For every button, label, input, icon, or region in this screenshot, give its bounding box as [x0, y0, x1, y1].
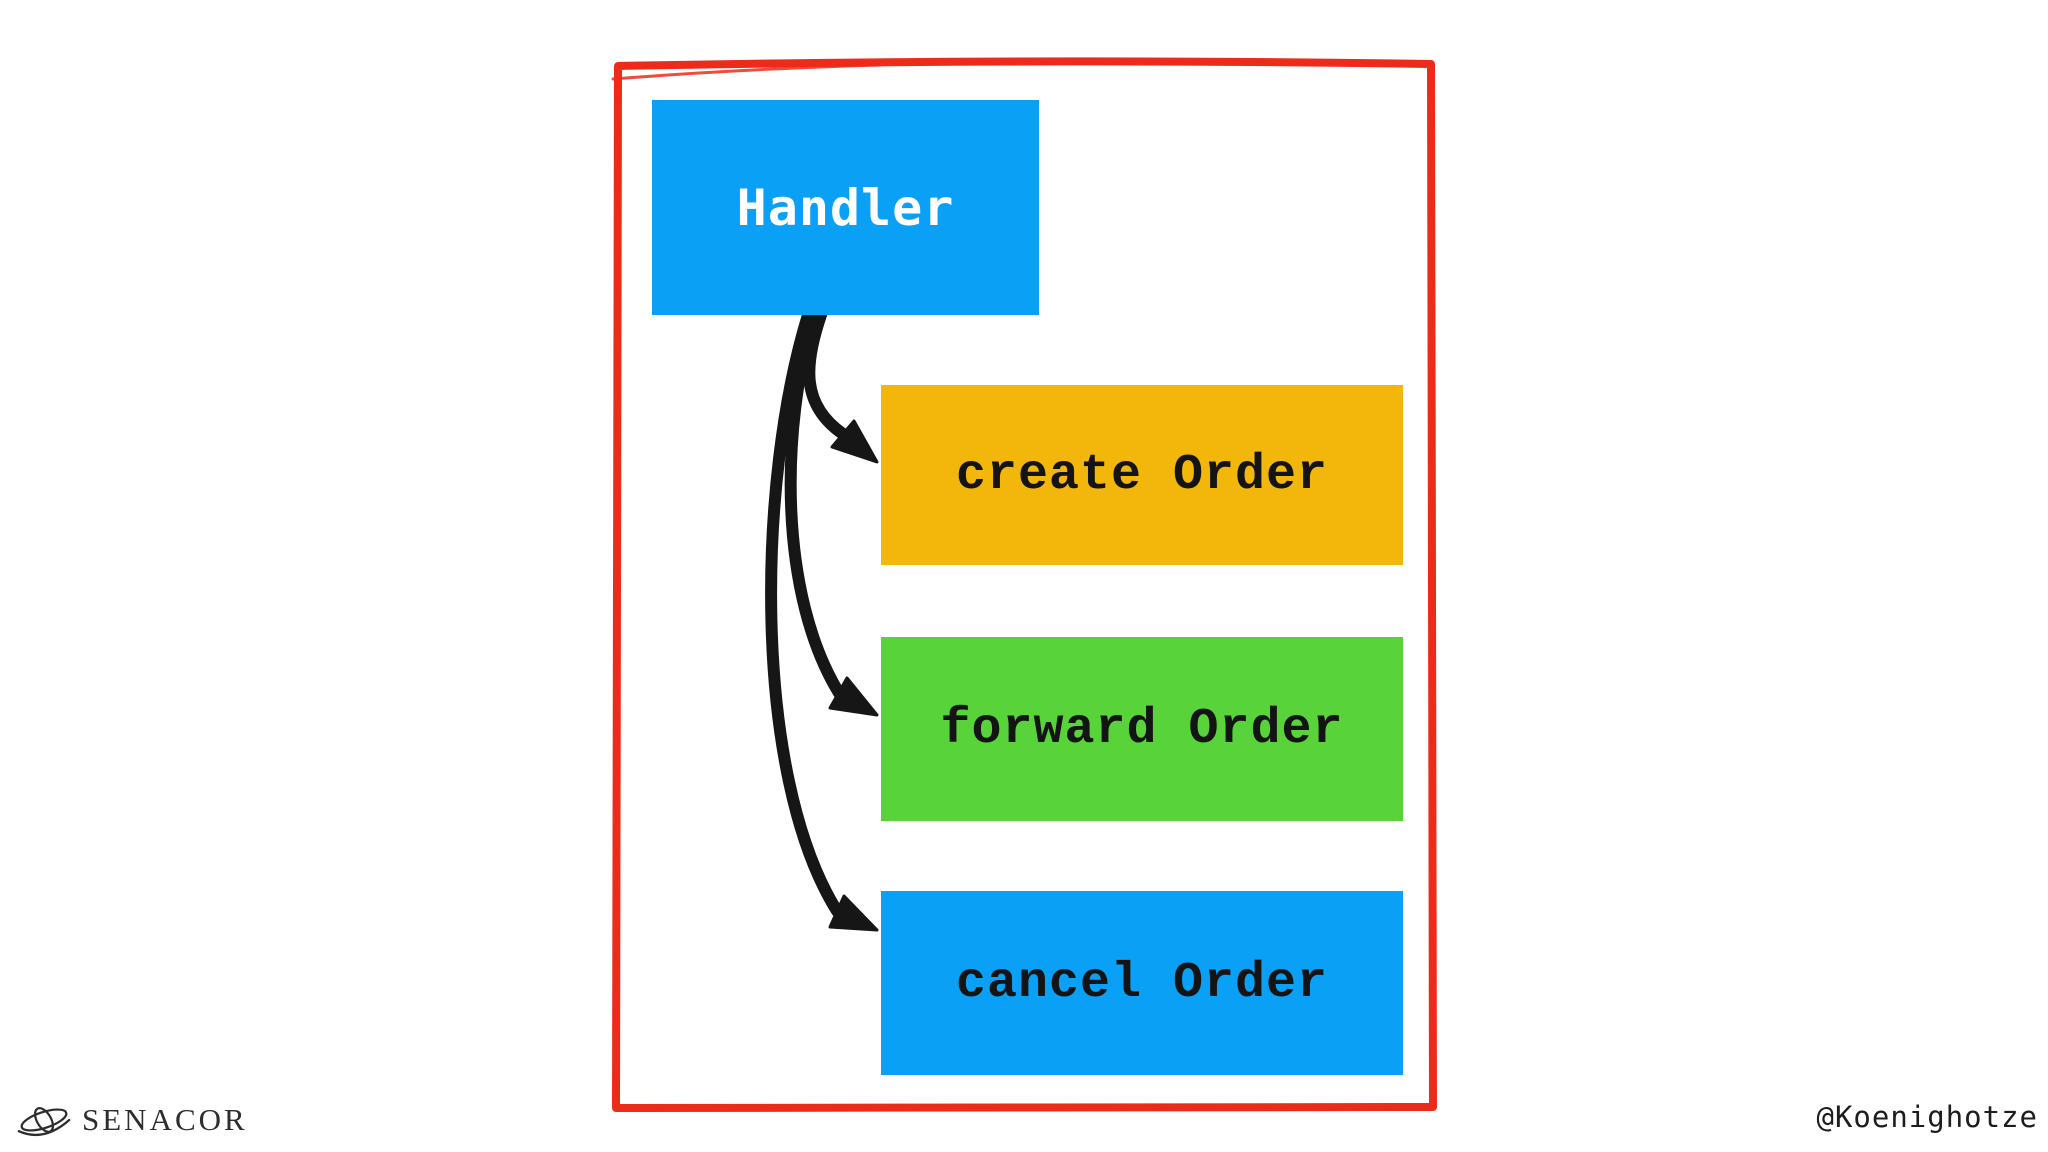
node-forward-order: forward Order — [881, 637, 1403, 821]
node-forward-order-label: forward Order — [940, 700, 1344, 758]
node-create-order: create Order — [881, 385, 1403, 565]
node-handler-label: Handler — [736, 178, 955, 237]
brand-logo: SENACOR — [16, 1096, 248, 1144]
edge-handler-forward — [784, 309, 879, 717]
social-handle: @Koenighotze — [1816, 1100, 2038, 1134]
arrowhead-create — [830, 419, 879, 464]
senacor-logo-icon — [17, 1107, 71, 1136]
arrowhead-cancel — [828, 894, 879, 932]
arrowhead-forward — [828, 676, 879, 717]
node-cancel-order: cancel Order — [881, 891, 1403, 1075]
edge-handler-create — [803, 309, 879, 464]
node-cancel-order-label: cancel Order — [955, 954, 1329, 1012]
node-create-order-label: create Order — [955, 446, 1329, 504]
brand-name: SENACOR — [82, 1102, 248, 1137]
node-handler: Handler — [652, 100, 1039, 315]
red-frame-sketch-stroke — [611, 63, 882, 81]
edge-handler-cancel — [765, 309, 879, 932]
